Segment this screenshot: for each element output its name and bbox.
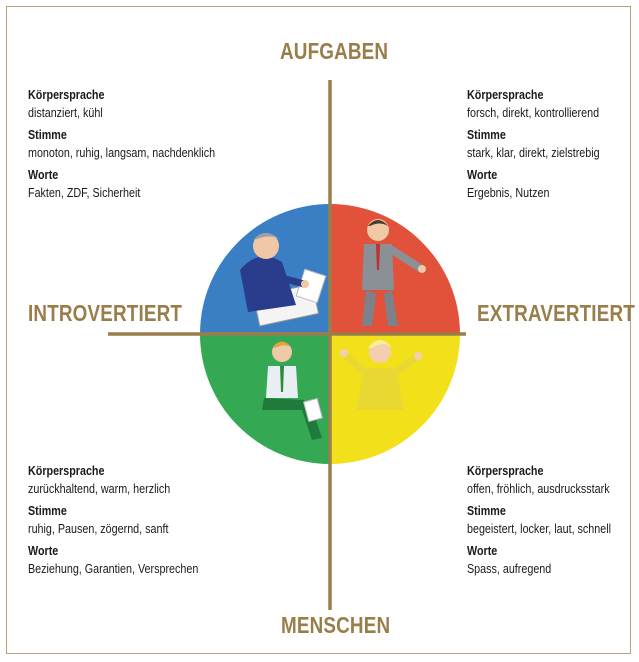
text-block-top-left: Körpersprache distanziert, kühl Stimme m… [28, 86, 215, 206]
value-koerpersprache: distanziert, kühl [28, 106, 103, 120]
axis-label-top: AUFGABEN [280, 38, 389, 64]
value-worte: Beziehung, Garantien, Versprechen [28, 562, 199, 576]
man-sitting-relaxed-illustration [262, 341, 323, 440]
office-worker-reading-illustration [240, 233, 327, 327]
cheerful-woman-gesturing-illustration [340, 340, 422, 410]
axis-label-left: INTROVERTIERT [28, 300, 183, 326]
heading-koerpersprache: Körpersprache [28, 464, 105, 478]
text-block-top-right: Körpersprache forsch, direkt, kontrollie… [467, 86, 600, 206]
heading-worte: Worte [28, 168, 59, 182]
heading-stimme: Stimme [28, 504, 67, 518]
heading-koerpersprache: Körpersprache [28, 88, 105, 102]
value-stimme: stark, klar, direkt, zielstrebig [467, 146, 600, 160]
value-stimme: begeistert, locker, laut, schnell [467, 522, 612, 536]
value-stimme: ruhig, Pausen, zögernd, sanft [28, 522, 169, 536]
heading-worte: Worte [467, 168, 498, 182]
heading-stimme: Stimme [28, 128, 67, 142]
axis-label-bottom: MENSCHEN [281, 612, 391, 638]
text-block-bottom-left: Körpersprache zurückhaltend, warm, herzl… [28, 462, 198, 582]
value-worte: Spass, aufregend [467, 562, 552, 576]
diagram-frame [6, 6, 631, 654]
heading-stimme: Stimme [467, 504, 506, 518]
heading-worte: Worte [467, 544, 498, 558]
quadrant-top-right [330, 204, 460, 334]
value-worte: Ergebnis, Nutzen [467, 186, 550, 200]
value-koerpersprache: forsch, direkt, kontrollierend [467, 106, 600, 120]
value-koerpersprache: offen, fröhlich, ausdrucksstark [467, 482, 610, 496]
value-worte: Fakten, ZDF, Sicherheit [28, 186, 141, 200]
heading-worte: Worte [28, 544, 59, 558]
value-stimme: monoton, ruhig, langsam, nachdenklich [28, 146, 216, 160]
heading-stimme: Stimme [467, 128, 506, 142]
heading-koerpersprache: Körpersprache [467, 88, 544, 102]
axis-label-right: EXTRAVERTIERT [477, 300, 635, 326]
text-block-bottom-right: Körpersprache offen, fröhlich, ausdrucks… [467, 462, 611, 582]
value-koerpersprache: zurückhaltend, warm, herzlich [28, 482, 171, 496]
heading-koerpersprache: Körpersprache [467, 464, 544, 478]
businessman-checking-watch-illustration [362, 219, 426, 326]
